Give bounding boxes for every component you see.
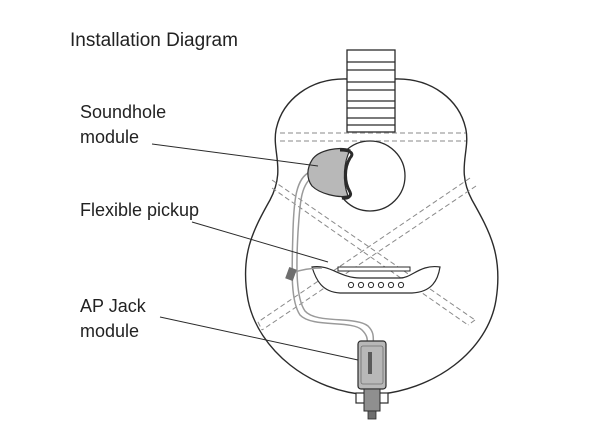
ap-jack-leader bbox=[159, 316, 359, 361]
soundhole-label-line1: Soundhole bbox=[80, 102, 167, 122]
ap-jack-label-line2: module bbox=[80, 321, 140, 341]
diagram-title: Installation Diagram bbox=[70, 30, 238, 51]
leader-lines bbox=[151, 143, 359, 361]
ap-jack-module bbox=[355, 340, 389, 420]
bridge-pins bbox=[347, 281, 405, 289]
soundhole-module-label: Soundhole module bbox=[80, 100, 166, 150]
ap-jack-module-label: AP Jack module bbox=[80, 294, 146, 344]
guitar-neck bbox=[346, 49, 396, 133]
soundhole-leader bbox=[151, 143, 319, 167]
pickup-connector bbox=[285, 266, 297, 282]
flexible-pickup-leader bbox=[191, 221, 329, 263]
soundhole-label-line2: module bbox=[80, 127, 140, 147]
ap-jack-label-line1: AP Jack bbox=[80, 296, 146, 316]
soundhole-module bbox=[307, 147, 354, 200]
bridge bbox=[311, 266, 441, 294]
flexible-pickup-label: Flexible pickup bbox=[80, 200, 200, 220]
